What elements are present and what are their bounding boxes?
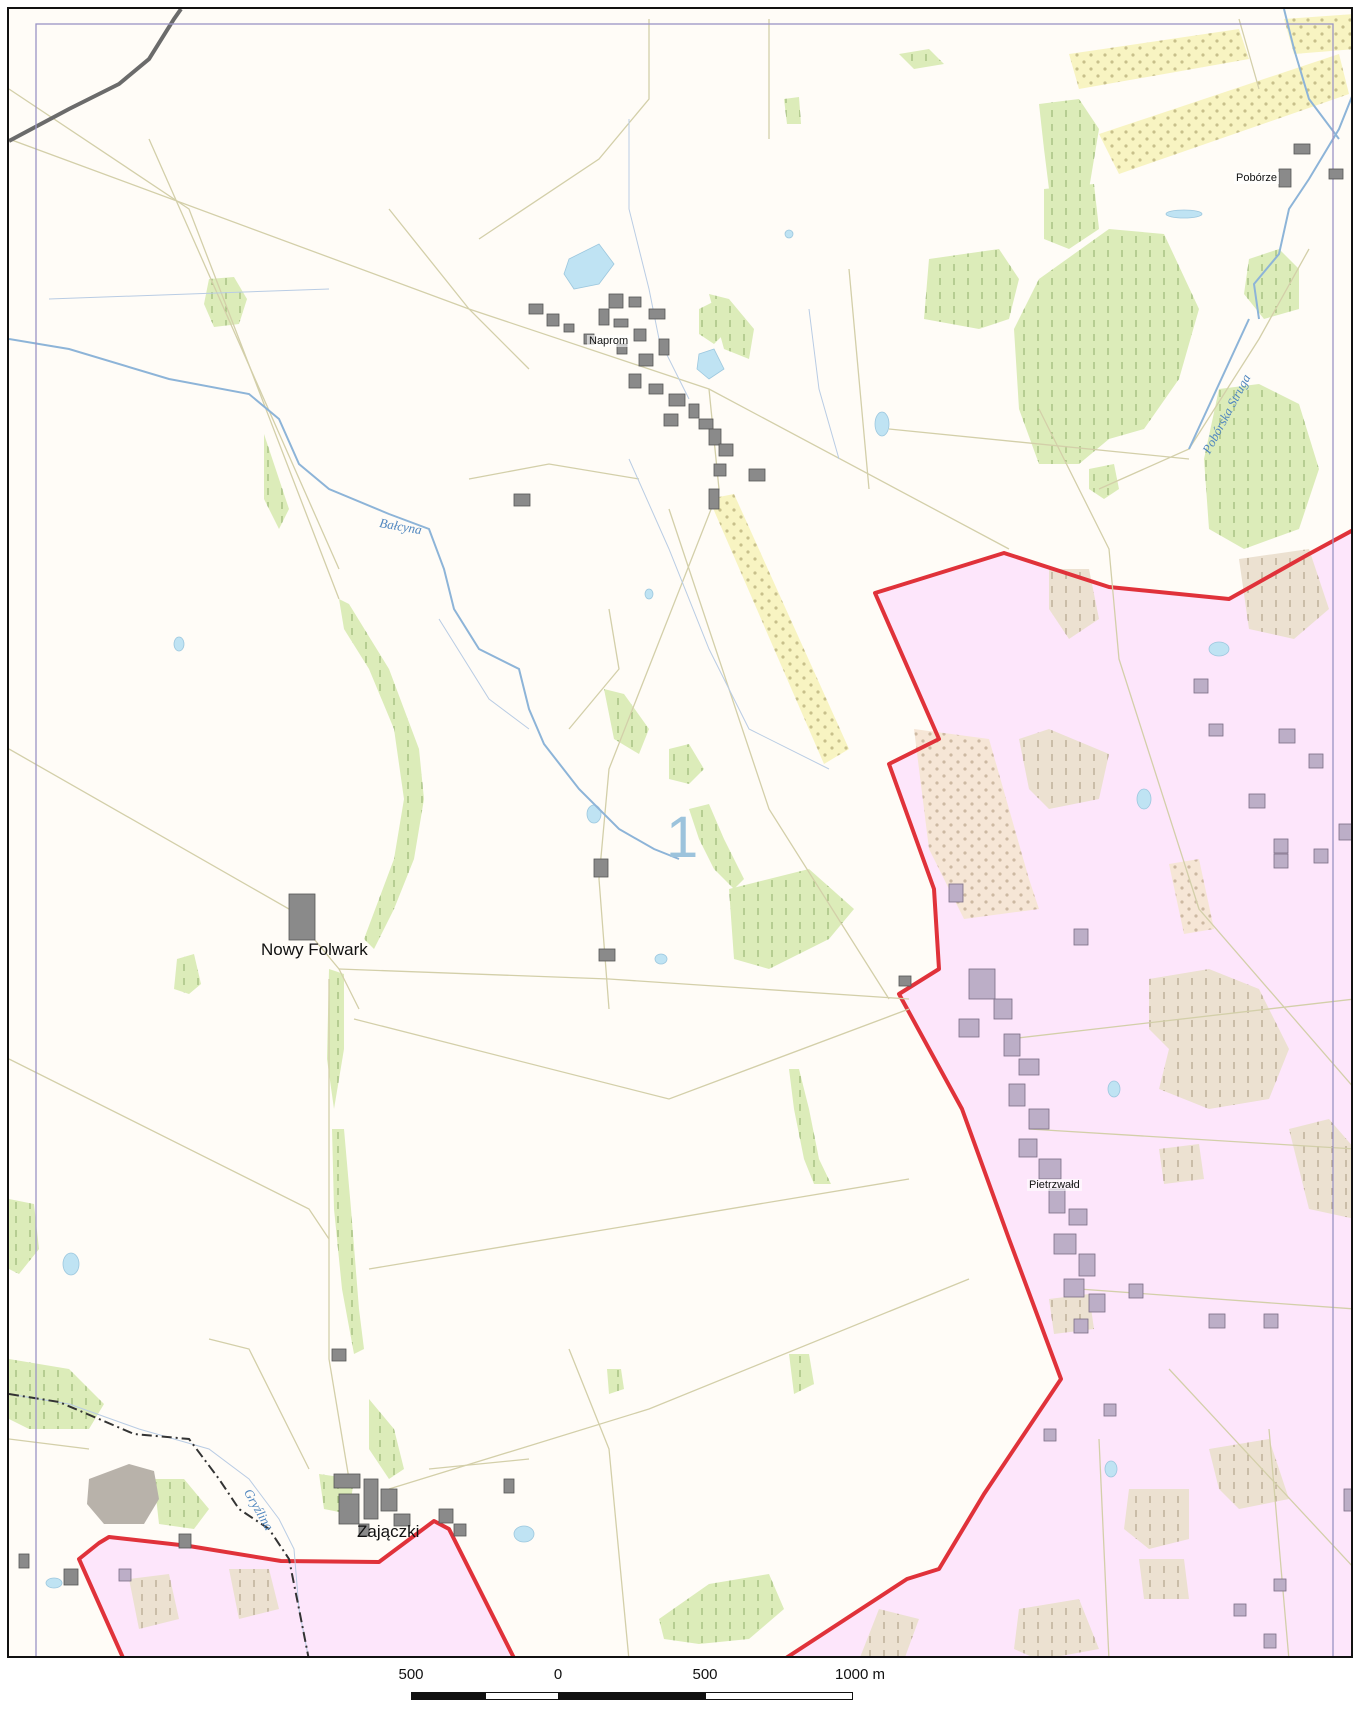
scale-label-0: 0 xyxy=(553,1666,563,1683)
scale-bar: 500 0 500 1000 m xyxy=(0,1662,1360,1715)
marsh-area xyxy=(87,1464,159,1524)
railway xyxy=(9,9,183,143)
place-label-zajaczki: Zajączki xyxy=(357,1522,420,1541)
streams xyxy=(9,119,840,1656)
buildings-protected xyxy=(118,678,1351,1649)
scale-segment-3 xyxy=(558,1692,706,1700)
place-label-poborze: Pobórze xyxy=(1234,172,1279,184)
place-label-pietrzwald: Pietrzwałd xyxy=(1027,1179,1082,1191)
scale-segment-2 xyxy=(485,1692,559,1700)
zone-number: 1 xyxy=(666,805,699,870)
roads xyxy=(9,18,1351,1656)
map-frame: Naprom Pobórze Nowy Folwark Pietrzwałd Z… xyxy=(7,7,1353,1658)
scale-label-500-right: 500 xyxy=(692,1666,718,1683)
protected-area-sw xyxy=(79,1521,513,1656)
forest-patches-protected xyxy=(129,549,1351,1656)
protected-area-boundary xyxy=(77,528,1351,1656)
forest-patches xyxy=(9,49,1319,1644)
scale-label-1000: 1000 m xyxy=(834,1666,886,1683)
rivers xyxy=(9,9,1351,860)
scale-segment-4 xyxy=(705,1692,853,1700)
buildings xyxy=(18,143,1344,1586)
district-boundary xyxy=(9,1393,310,1656)
sheet-frame xyxy=(35,23,1334,1656)
meadow-areas xyxy=(709,14,1351,934)
place-label-nowy-folwark: Nowy Folwark xyxy=(261,940,368,959)
topographic-map[interactable] xyxy=(9,9,1353,1658)
scale-segment-1 xyxy=(411,1692,485,1700)
scale-label-500-left: 500 xyxy=(398,1666,424,1683)
place-label-naprom: Naprom xyxy=(587,335,631,347)
